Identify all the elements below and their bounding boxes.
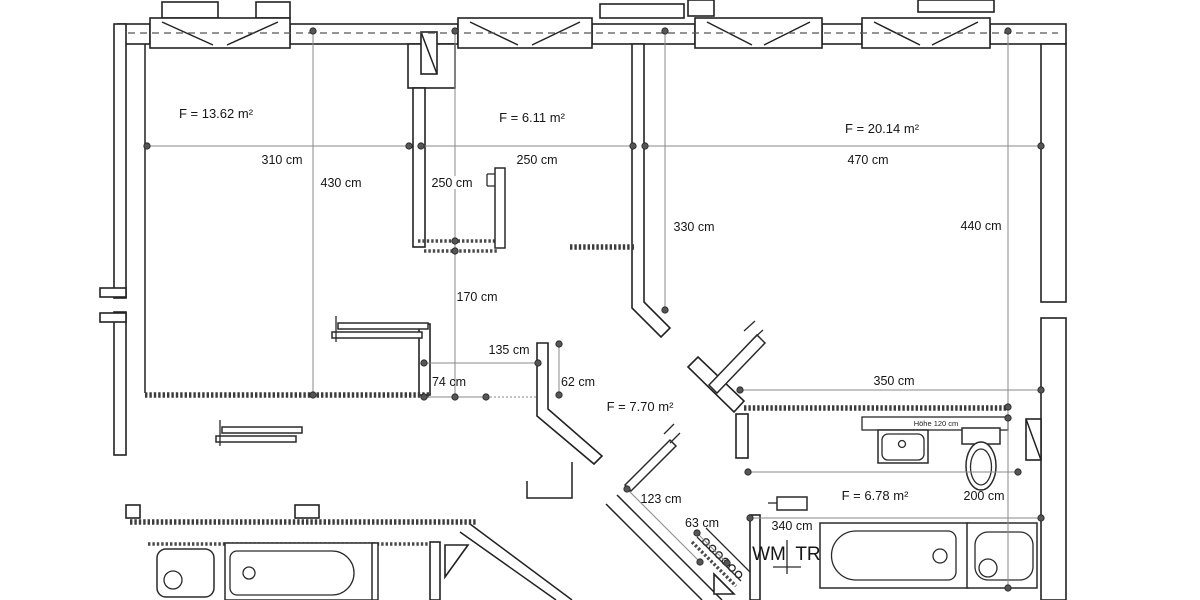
dim-135-label: 135 cm — [489, 343, 530, 357]
dim-330-label: 330 cm — [674, 220, 715, 234]
dim-250v-label: 250 cm — [432, 176, 473, 190]
dimension-lines — [143, 27, 1045, 592]
door-leaf — [486, 167, 506, 249]
hatched-walls — [130, 239, 1008, 546]
dim-430-label: 430 cm — [321, 176, 362, 190]
dim-74-label: 74 cm — [432, 375, 466, 389]
bathtub — [224, 542, 379, 600]
dim-62-label: 62 cm — [561, 375, 595, 389]
toilet — [961, 427, 1001, 491]
dim-350-label: 350 cm — [874, 374, 915, 388]
dim-440-label: 440 cm — [961, 219, 1002, 233]
radiator — [690, 527, 751, 588]
wm-tr-divider — [773, 540, 801, 574]
dim-340-label: 340 cm — [772, 519, 813, 533]
door-leaf — [623, 423, 681, 493]
room2-area-label: F = 6.11 m² — [499, 110, 566, 125]
hall-area-label: F = 7.70 m² — [607, 399, 674, 414]
room1-area-label: F = 13.62 m² — [179, 106, 254, 121]
radiator — [331, 316, 429, 342]
dryer-label: TR — [795, 544, 820, 565]
dim-170-label: 170 cm — [457, 290, 498, 304]
walls — [99, 0, 1067, 600]
sink — [156, 548, 215, 598]
dim-63-label: 63 cm — [685, 516, 719, 530]
pipe-connection — [768, 496, 808, 511]
room3-area-label: F = 20.14 m² — [845, 121, 920, 136]
bathtub — [819, 522, 969, 589]
shelf-height-label: Höhe 120 cm — [914, 419, 959, 428]
sink — [966, 522, 1038, 589]
dim-200-label: 200 cm — [964, 489, 1005, 503]
dim-123-label: 123 cm — [641, 492, 682, 506]
window — [457, 17, 593, 49]
dim-250h-label: 250 cm — [517, 153, 558, 167]
washing-machine-label: WM — [752, 544, 786, 565]
dim-310-label: 310 cm — [262, 153, 303, 167]
fixtures — [156, 167, 1038, 600]
sink — [877, 429, 929, 464]
radiator — [215, 420, 303, 446]
dimension-points — [143, 27, 1045, 592]
label-mask — [430, 176, 474, 189]
dim-470-label: 470 cm — [848, 153, 889, 167]
labels: F = 13.62 m² F = 6.11 m² F = 20.14 m² F … — [179, 106, 1005, 565]
door-leaf — [707, 320, 767, 395]
windows — [128, 17, 1058, 49]
bath-area-label: F = 6.78 m² — [842, 488, 909, 503]
